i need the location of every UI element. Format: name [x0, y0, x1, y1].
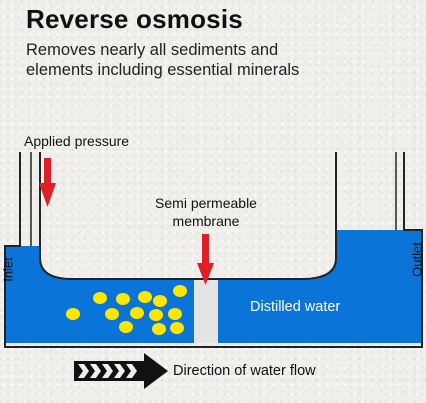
- membrane-arrow: [197, 234, 214, 285]
- particle: [93, 292, 107, 304]
- mineral-particles: [66, 285, 187, 335]
- particle: [138, 291, 152, 303]
- diagram-title: Reverse osmosis: [26, 4, 243, 34]
- particle: [105, 308, 119, 320]
- particle: [149, 309, 163, 321]
- subtitle-line-2: elements including essential minerals: [26, 61, 300, 79]
- applied-pressure-label: Applied pressure: [24, 133, 130, 149]
- semi-permeable-membrane: [194, 279, 218, 343]
- particle: [152, 323, 166, 335]
- particle: [153, 295, 167, 307]
- flow-direction-label: Direction of water flow: [173, 363, 316, 379]
- outlet-label: Outlet: [409, 242, 425, 277]
- flow-direction-arrow: [74, 353, 168, 389]
- inner-tube-outline: [39, 152, 337, 280]
- membrane-label-line-1: Semi permeable: [155, 195, 257, 211]
- membrane-label-line-2: membrane: [172, 213, 240, 229]
- particle: [173, 285, 187, 297]
- particle: [168, 308, 182, 320]
- particle: [116, 293, 130, 305]
- particle: [130, 307, 144, 319]
- outer-vessel-outline: [4, 152, 423, 348]
- particle: [119, 321, 133, 333]
- subtitle-line-1: Removes nearly all sediments and: [26, 41, 279, 59]
- diagram-subtitle: Removes nearly all sediments and element…: [26, 40, 406, 80]
- distilled-water-label: Distilled water: [250, 299, 341, 315]
- inlet-label: Inlet: [0, 257, 16, 282]
- particle: [66, 308, 80, 320]
- particle: [170, 322, 184, 334]
- applied-pressure-arrow: [39, 158, 56, 207]
- membrane-label: Semi permeable membrane: [136, 194, 276, 230]
